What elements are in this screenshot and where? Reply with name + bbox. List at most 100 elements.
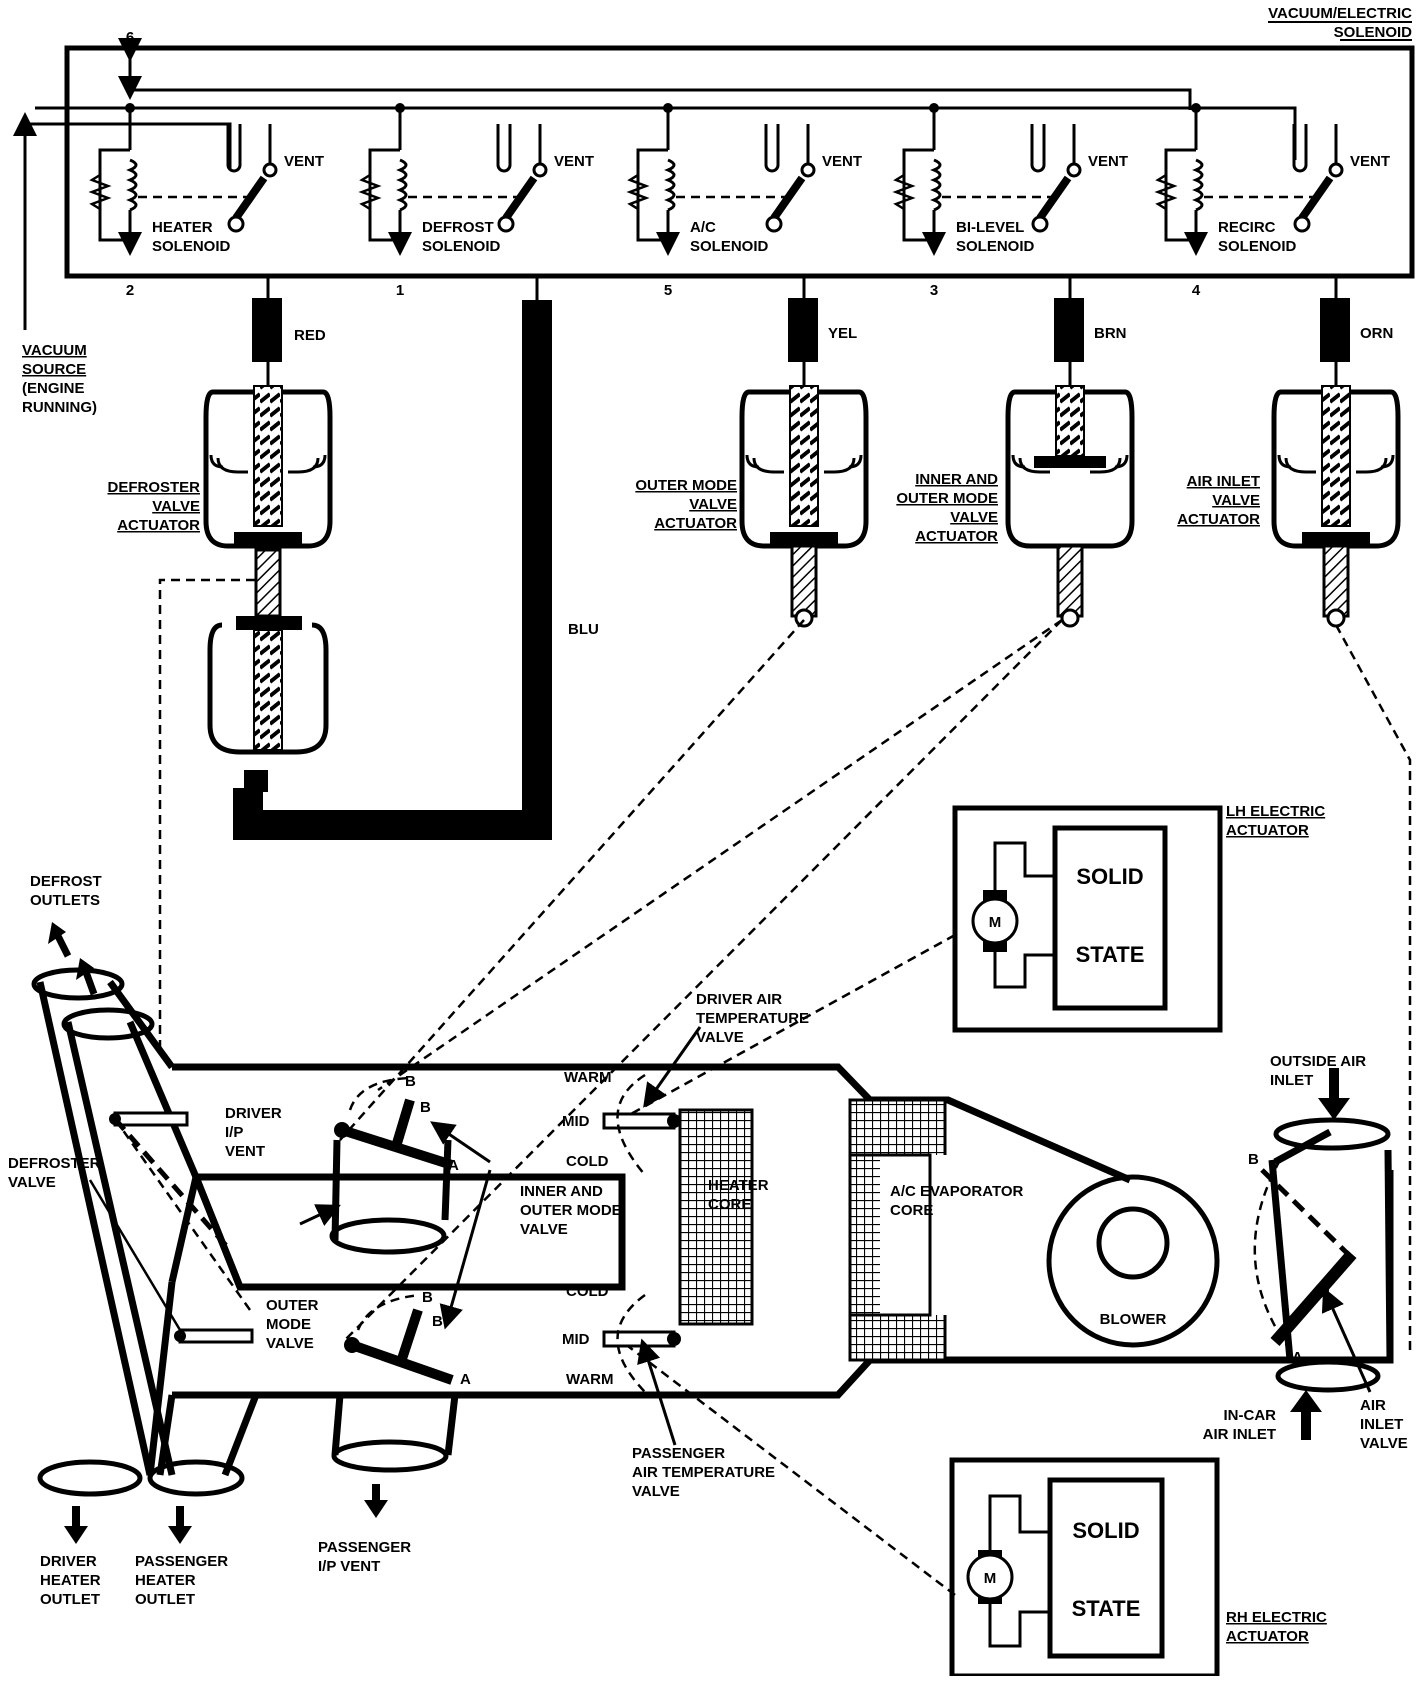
- rh-solid: SOLID: [1072, 1518, 1139, 1543]
- rh-motor-icon: [966, 1553, 1014, 1601]
- rh-electric-actuator: M SOLID STATE RH ELECTRIC ACTUATOR: [949, 1457, 1327, 1679]
- svg-text:SOLENOID: SOLENOID: [1218, 238, 1297, 255]
- pin-2: 2: [126, 282, 134, 299]
- svg-text:B: B: [1248, 1151, 1259, 1168]
- rh-state: STATE: [1072, 1596, 1141, 1621]
- svg-text:SOLENOID: SOLENOID: [422, 238, 501, 255]
- hose-blu: [233, 300, 552, 840]
- svg-text:OUTLET: OUTLET: [40, 1591, 100, 1608]
- svg-text:DRIVER AIR: DRIVER AIR: [696, 991, 782, 1008]
- svg-text:I/P VENT: I/P VENT: [318, 1558, 380, 1575]
- solenoid-units: VENTHEATERSOLENOIDVENTDEFROSTSOLENOIDVEN…: [88, 103, 1390, 256]
- svg-text:OUTER MODE: OUTER MODE: [520, 1202, 622, 1219]
- svg-text:INNER AND: INNER AND: [915, 471, 998, 488]
- svg-text:HEATER: HEATER: [40, 1572, 101, 1589]
- pin-3: 3: [930, 282, 938, 299]
- solenoid-label-ac: A/C: [690, 219, 716, 236]
- hose-brn: [1054, 298, 1084, 362]
- pin-1: 1: [396, 282, 404, 299]
- actuators: [203, 385, 1401, 628]
- duct-labels: DEFROST OUTLETS DEFROSTER VALVE DRIVER I…: [8, 873, 1408, 1608]
- svg-text:MID: MID: [562, 1331, 590, 1348]
- solenoid-title-2: SOLENOID: [1334, 24, 1413, 41]
- svg-text:HEATER: HEATER: [135, 1572, 196, 1589]
- svg-text:A: A: [448, 1157, 459, 1174]
- svg-text:VALVE: VALVE: [950, 509, 998, 526]
- air-inlet-valve: [1270, 1250, 1357, 1346]
- svg-text:VALVE: VALVE: [520, 1221, 568, 1238]
- lh-motor-icon: [971, 897, 1019, 945]
- blower: [1046, 1174, 1220, 1348]
- svg-text:IN-CAR: IN-CAR: [1224, 1407, 1277, 1424]
- hose-brn-label: BRN: [1094, 325, 1127, 342]
- svg-text:ACTUATOR: ACTUATOR: [1226, 822, 1309, 839]
- svg-text:PASSENGER: PASSENGER: [632, 1445, 725, 1462]
- lh-solid: SOLID: [1076, 864, 1143, 889]
- pin-5: 5: [664, 282, 672, 299]
- svg-text:(ENGINE: (ENGINE: [22, 380, 85, 397]
- actuator-outer-mode: [739, 385, 869, 628]
- svg-text:A: A: [1292, 1349, 1303, 1366]
- svg-text:VALVE: VALVE: [1212, 492, 1260, 509]
- svg-text:VACUUM: VACUUM: [22, 342, 87, 359]
- solenoid-label-recirc: RECIRC: [1218, 219, 1276, 236]
- svg-text:VENT: VENT: [225, 1143, 265, 1160]
- svg-text:M: M: [984, 1570, 997, 1587]
- svg-text:TEMPERATURE: TEMPERATURE: [696, 1010, 809, 1027]
- solenoid-recirc: VENT RECIRC SOLENOID: [1154, 103, 1390, 256]
- svg-text:VALVE: VALVE: [632, 1483, 680, 1500]
- actuator-air-inlet: [1271, 385, 1401, 628]
- svg-text:OUTSIDE AIR: OUTSIDE AIR: [1270, 1053, 1366, 1070]
- svg-text:OUTLETS: OUTLETS: [30, 892, 100, 909]
- svg-text:INLET: INLET: [1360, 1416, 1403, 1433]
- svg-text:B: B: [422, 1289, 433, 1306]
- svg-text:ACTUATOR: ACTUATOR: [117, 517, 200, 534]
- solenoid-label-bilevel: BI-LEVEL: [956, 219, 1024, 236]
- vacuum-source-label: VACUUM SOURCE (ENGINE RUNNING): [22, 342, 97, 416]
- svg-text:OUTLET: OUTLET: [135, 1591, 195, 1608]
- duct-assembly: [31, 922, 1394, 1544]
- pin-4: 4: [1192, 282, 1201, 299]
- pin-6: 6: [126, 29, 134, 46]
- svg-text:VALVE: VALVE: [1360, 1435, 1408, 1452]
- svg-text:COLD: COLD: [566, 1153, 609, 1170]
- svg-text:VALVE: VALVE: [152, 498, 200, 515]
- passenger-temp-valve: [602, 1330, 676, 1348]
- svg-text:DEFROSTER: DEFROSTER: [8, 1155, 101, 1172]
- svg-text:DRIVER: DRIVER: [40, 1553, 97, 1570]
- svg-text:HEATER: HEATER: [708, 1177, 769, 1194]
- defroster-actuator-lower: [207, 548, 329, 792]
- svg-text:OUTER MODE: OUTER MODE: [896, 490, 998, 507]
- svg-text:WARM: WARM: [566, 1371, 614, 1388]
- svg-text:RUNNING): RUNNING): [22, 399, 97, 416]
- heater-core: [678, 1108, 754, 1326]
- svg-text:DEFROST: DEFROST: [30, 873, 102, 890]
- svg-text:WARM: WARM: [564, 1069, 612, 1086]
- svg-text:BLOWER: BLOWER: [1100, 1311, 1167, 1328]
- svg-text:A/C EVAPORATOR: A/C EVAPORATOR: [890, 1183, 1024, 1200]
- svg-text:OUTER: OUTER: [266, 1297, 319, 1314]
- vent-label-recirc: VENT: [1350, 153, 1390, 170]
- svg-text:B: B: [420, 1099, 431, 1116]
- svg-text:AIR INLET: AIR INLET: [1187, 473, 1260, 490]
- hose-orn: [1320, 298, 1350, 362]
- svg-text:ACTUATOR: ACTUATOR: [915, 528, 998, 545]
- hose-yel-label: YEL: [828, 325, 857, 342]
- svg-text:CORE: CORE: [708, 1196, 751, 1213]
- solenoid-label-heater: HEATER: [152, 219, 213, 236]
- svg-text:CORE: CORE: [890, 1202, 933, 1219]
- svg-text:AIR INLET: AIR INLET: [1203, 1426, 1276, 1443]
- svg-text:INLET: INLET: [1270, 1072, 1313, 1089]
- linkages: [158, 578, 1412, 1596]
- svg-text:COLD: COLD: [566, 1283, 609, 1300]
- svg-text:SOLENOID: SOLENOID: [690, 238, 769, 255]
- svg-text:VALVE: VALVE: [689, 496, 737, 513]
- svg-text:MODE: MODE: [266, 1316, 311, 1333]
- svg-text:ACTUATOR: ACTUATOR: [1226, 1628, 1309, 1645]
- hose-yel: [788, 298, 818, 362]
